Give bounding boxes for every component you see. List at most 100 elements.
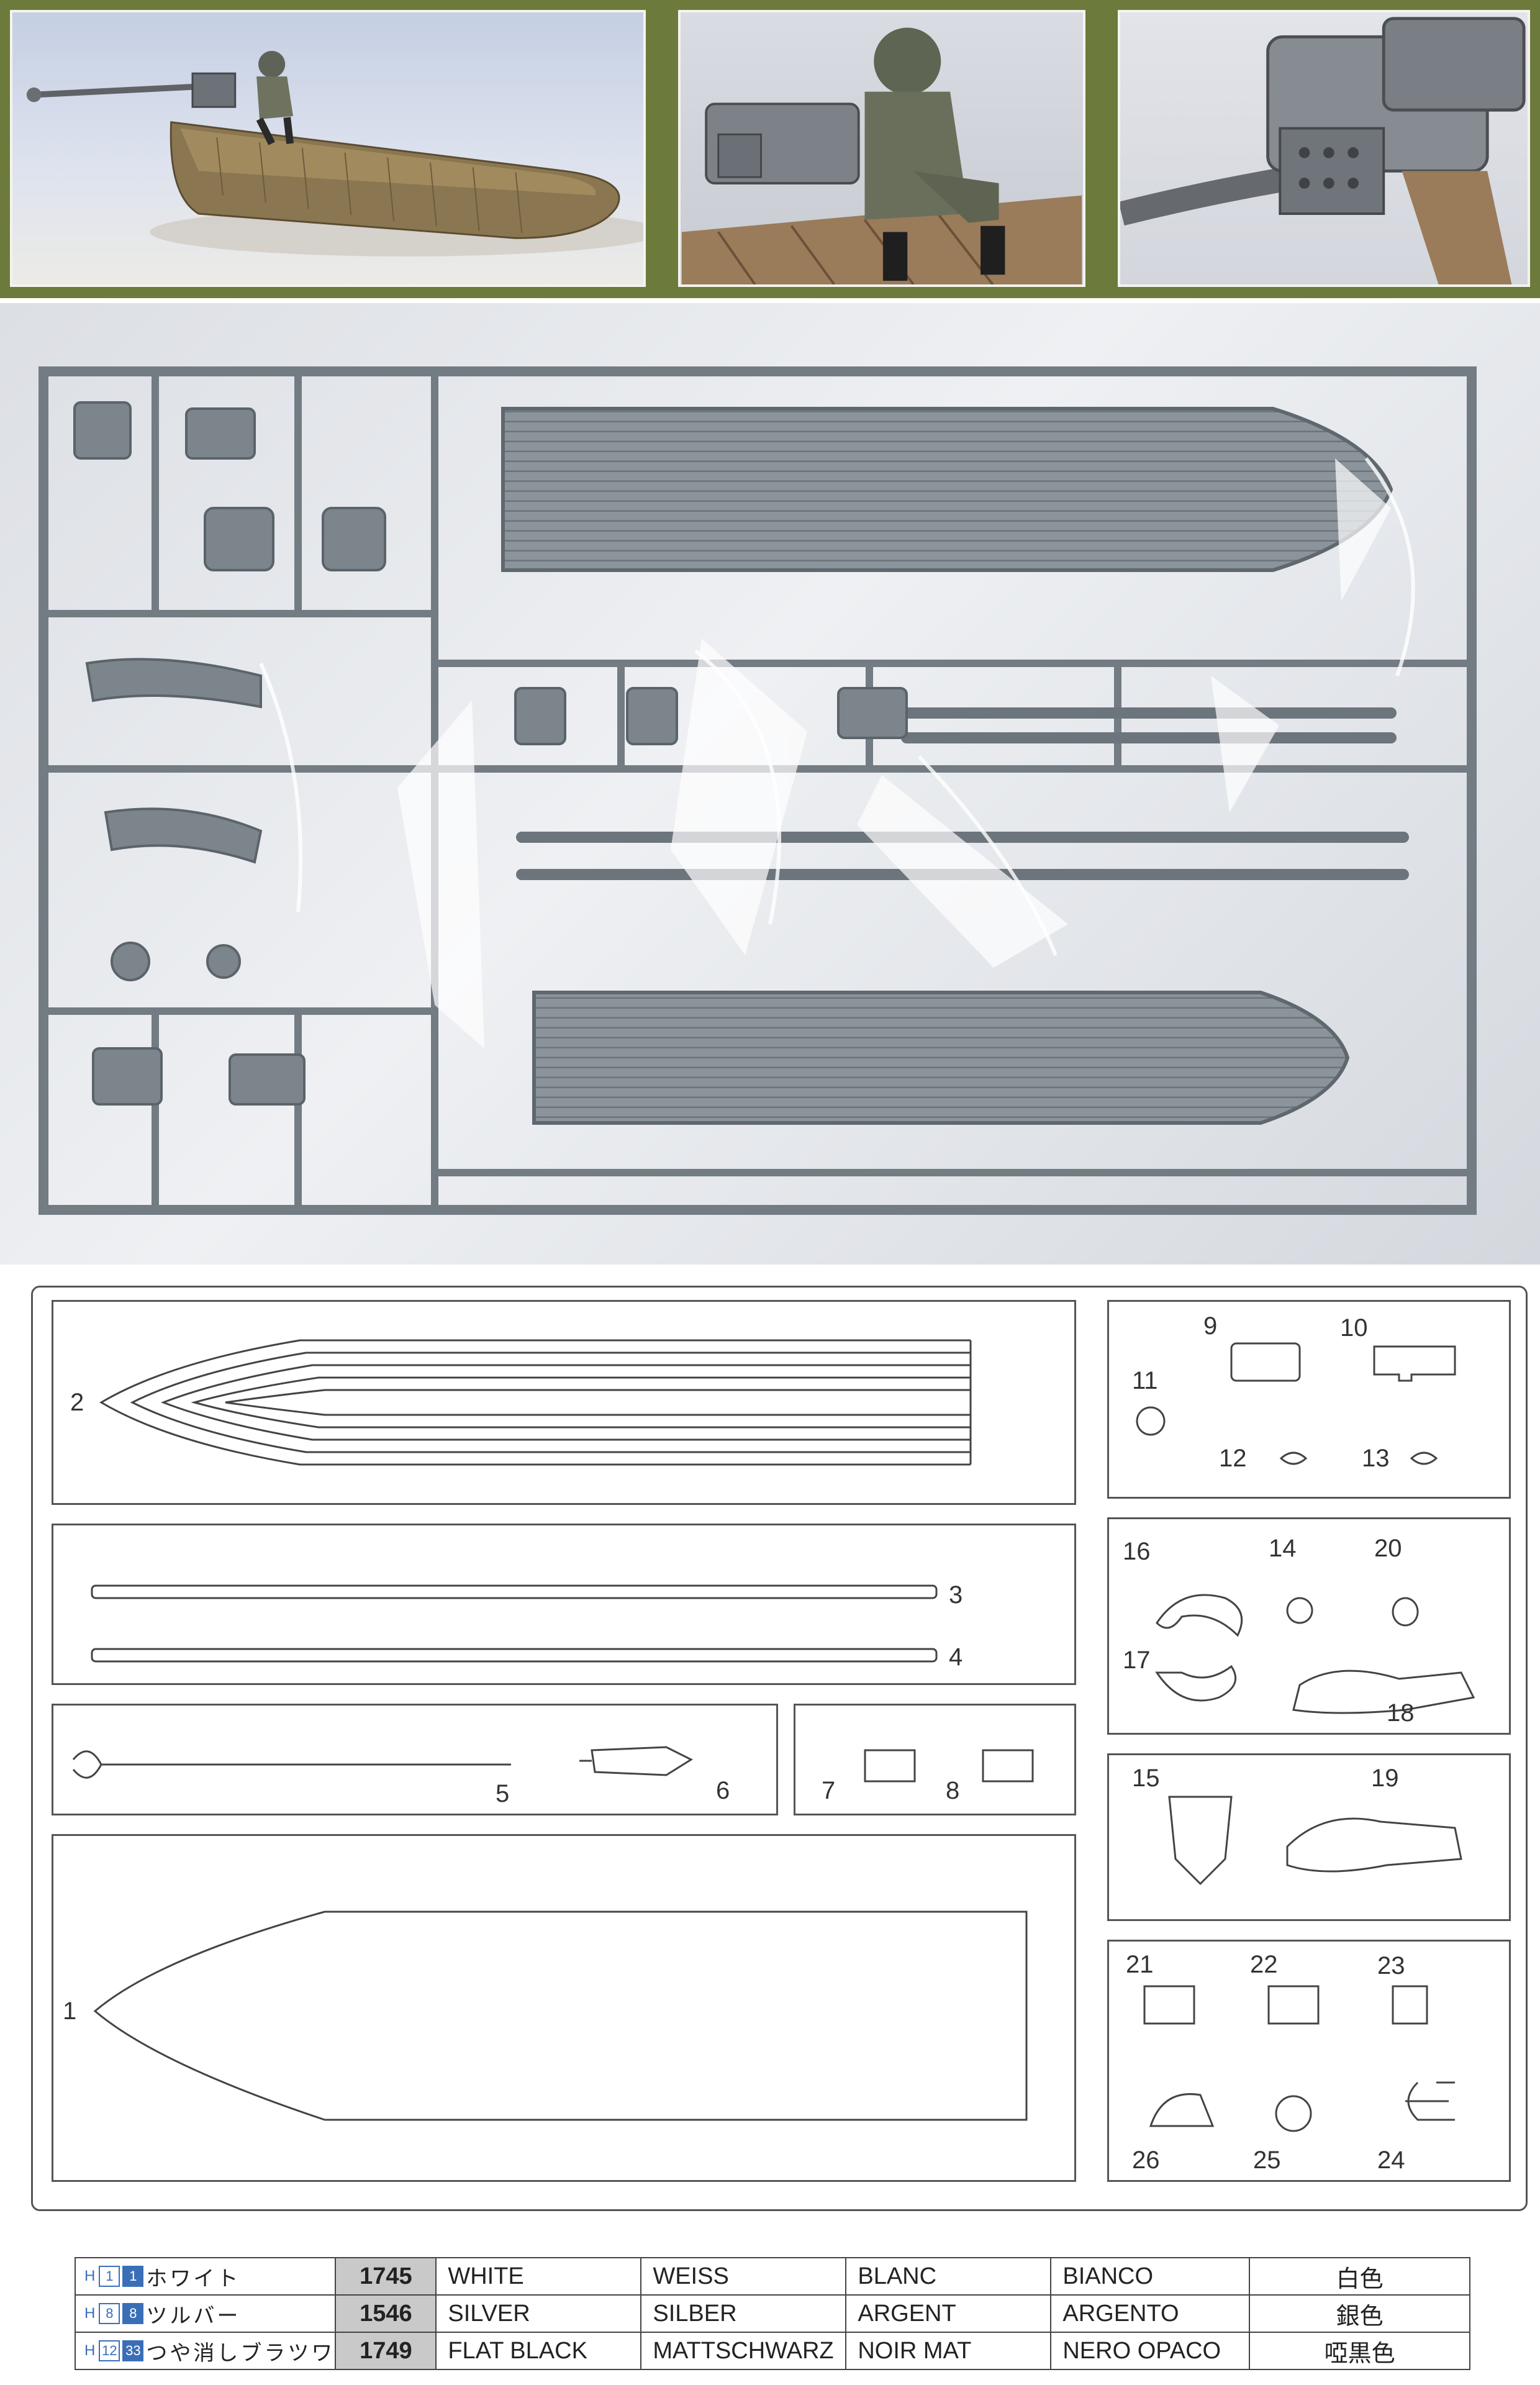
box-parts-7-8 bbox=[794, 1704, 1076, 1815]
part-19-shape bbox=[1286, 1817, 1462, 1873]
paint-name-german: WEISS bbox=[640, 2257, 847, 2296]
part-number-24: 24 bbox=[1377, 2146, 1405, 2174]
part-5-shape bbox=[72, 1750, 511, 1779]
soldier-at-motor-image bbox=[681, 27, 1082, 284]
part-number-25: 25 bbox=[1253, 2146, 1281, 2174]
box-parts-21-26 bbox=[1107, 1940, 1511, 2182]
parts-diagram: 1 2 3 4 5 6 7 8 9 10 11 12 13 14 15 16 1… bbox=[31, 1286, 1528, 2211]
paint-name-german: MATTSCHWARZ bbox=[640, 2332, 847, 2370]
paint-name-kanji: 銀色 bbox=[1249, 2294, 1470, 2333]
paint-h-label: H bbox=[84, 2268, 96, 2284]
part-number-15: 15 bbox=[1132, 1765, 1160, 1792]
assembled-boat-photo bbox=[10, 10, 646, 287]
paint-number: 1546 bbox=[335, 2294, 437, 2333]
part-8-shape bbox=[982, 1749, 1034, 1783]
paint-name-italian: BIANCO bbox=[1050, 2257, 1251, 2296]
soldier-closeup-photo bbox=[678, 10, 1085, 287]
part-number-6: 6 bbox=[716, 1777, 730, 1804]
part-number-13: 13 bbox=[1362, 1445, 1390, 1472]
part-number-19: 19 bbox=[1371, 1765, 1399, 1792]
box-parts-5-6 bbox=[52, 1704, 778, 1815]
part-number-23: 23 bbox=[1377, 1952, 1405, 1979]
part-12-shape bbox=[1279, 1451, 1308, 1465]
part-number-4: 4 bbox=[949, 1643, 963, 1671]
paint-code-primary: 12 bbox=[99, 2340, 120, 2361]
part-21-shape bbox=[1143, 1985, 1195, 2025]
box-parts-15-19 bbox=[1107, 1753, 1511, 1921]
paint-name-french: ARGENT bbox=[845, 2294, 1052, 2333]
part-number-3: 3 bbox=[949, 1581, 963, 1609]
part-number-16: 16 bbox=[1123, 1538, 1151, 1565]
paint-code-primary: 1 bbox=[99, 2266, 120, 2287]
part-1-shape bbox=[93, 1910, 1028, 2121]
sprue-parts-image bbox=[38, 366, 1477, 1215]
paint-name-japanese: ホワイト bbox=[146, 2266, 241, 2291]
part-26-shape bbox=[1149, 2093, 1215, 2127]
part-number-21: 21 bbox=[1126, 1951, 1154, 1978]
part-number-18: 18 bbox=[1387, 1699, 1415, 1727]
part-7-shape bbox=[864, 1749, 916, 1783]
paint-name-french: NOIR MAT bbox=[845, 2332, 1052, 2370]
part-number-17: 17 bbox=[1123, 1647, 1151, 1674]
paint-name-italian: ARGENTO bbox=[1050, 2294, 1251, 2333]
product-photo-band bbox=[0, 0, 1540, 298]
paint-number: 1745 bbox=[335, 2257, 437, 2296]
paint-h-label: H bbox=[84, 2305, 96, 2322]
part-15-shape bbox=[1168, 1796, 1233, 1886]
part-number-14: 14 bbox=[1269, 1535, 1297, 1562]
sprue-photo bbox=[0, 303, 1540, 1265]
box-part-1 bbox=[52, 1834, 1076, 2182]
part-number-1: 1 bbox=[63, 1997, 77, 2025]
part-20-shape bbox=[1392, 1597, 1419, 1627]
outboard-motor-closeup-photo bbox=[1118, 10, 1530, 287]
paint-h-label: H bbox=[84, 2342, 96, 2359]
paint-name-english: SILVER bbox=[435, 2294, 642, 2333]
part-11-shape bbox=[1136, 1406, 1166, 1436]
part-number-20: 20 bbox=[1374, 1535, 1402, 1562]
part-number-26: 26 bbox=[1132, 2146, 1160, 2174]
part-13-shape bbox=[1410, 1451, 1438, 1465]
paint-name-kanji: 啞黒色 bbox=[1249, 2332, 1470, 2370]
box-part-2 bbox=[52, 1300, 1076, 1505]
part-number-10: 10 bbox=[1340, 1314, 1368, 1342]
paint-name-italian: NERO OPACO bbox=[1050, 2332, 1251, 2370]
part-14-shape bbox=[1286, 1597, 1313, 1624]
part-25-shape bbox=[1275, 2095, 1312, 2132]
part-number-2: 2 bbox=[70, 1389, 84, 1416]
part-number-7: 7 bbox=[822, 1777, 836, 1804]
part-number-5: 5 bbox=[496, 1780, 510, 1807]
part-number-12: 12 bbox=[1219, 1445, 1247, 1472]
box-parts-3-4 bbox=[52, 1524, 1076, 1685]
paint-name-english: FLAT BLACK bbox=[435, 2332, 642, 2370]
part-24-shape bbox=[1405, 2081, 1455, 2121]
motor-detail-image bbox=[1120, 17, 1526, 284]
part-4-shape bbox=[91, 1648, 938, 1663]
paint-code-secondary: 1 bbox=[122, 2266, 144, 2287]
part-number-9: 9 bbox=[1203, 1312, 1218, 1340]
parts-line-art bbox=[72, 1339, 1475, 2132]
part-number-11: 11 bbox=[1132, 1367, 1158, 1394]
box-parts-14-18 bbox=[1107, 1517, 1511, 1735]
paint-code-primary: 8 bbox=[99, 2303, 120, 2324]
part-23-shape bbox=[1392, 1985, 1428, 2025]
paint-name-german: SILBER bbox=[640, 2294, 847, 2333]
paint-name-english: WHITE bbox=[435, 2257, 642, 2296]
paint-code-secondary: 8 bbox=[122, 2303, 144, 2324]
part-6-shape bbox=[579, 1746, 694, 1776]
paint-name-japanese: ツルバー bbox=[146, 2304, 241, 2328]
part-9-shape bbox=[1230, 1342, 1301, 1382]
part-number-22: 22 bbox=[1250, 1951, 1278, 1978]
paint-code-secondary: 33 bbox=[122, 2340, 144, 2361]
boat-with-soldier-image bbox=[26, 50, 643, 257]
paint-name-french: BLANC bbox=[845, 2257, 1052, 2296]
part-22-shape bbox=[1267, 1985, 1320, 2025]
paint-name-japanese: つや消しブラツワ bbox=[146, 2341, 335, 2365]
